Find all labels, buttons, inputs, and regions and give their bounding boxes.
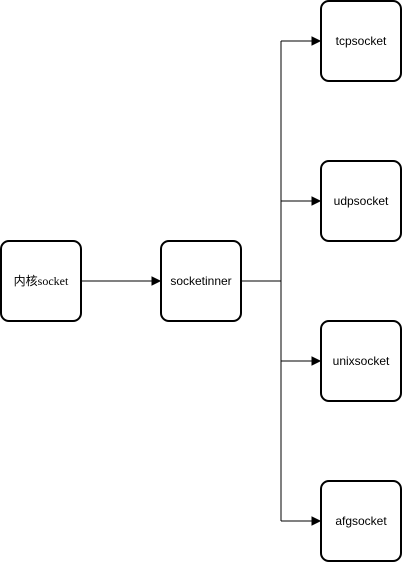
node-udpsocket: udpsocket: [320, 160, 402, 242]
arrowhead-unixsocket: [311, 356, 322, 366]
node-afgsocket: afgsocket: [320, 480, 402, 562]
node-udpsocket-box: [320, 160, 402, 242]
node-unixsocket: unixsocket: [320, 320, 402, 402]
arrowhead-tcpsocket: [311, 36, 322, 46]
arrowhead-socketinner: [151, 276, 162, 286]
edges: [81, 36, 322, 526]
edge-socketinner-trunk: [241, 41, 282, 521]
node-unixsocket-box: [320, 320, 402, 402]
node-socketinner-label: socketinner: [170, 274, 231, 288]
node-udpsocket-label: udpsocket: [334, 194, 389, 208]
node-kernel-socket-label: 内核socket: [14, 274, 69, 288]
node-tcpsocket-label: tcpsocket: [336, 34, 387, 48]
arrowhead-udpsocket: [311, 196, 322, 206]
node-kernel-socket: 内核socket: [0, 240, 82, 322]
node-tcpsocket-box: [320, 0, 402, 82]
node-socketinner: socketinner: [160, 240, 242, 322]
node-unixsocket-label: unixsocket: [333, 354, 390, 368]
node-afgsocket-label: afgsocket: [335, 514, 387, 528]
node-socketinner-box: [160, 240, 242, 322]
node-kernel-socket-box: [0, 240, 82, 322]
node-tcpsocket: tcpsocket: [320, 0, 402, 82]
node-afgsocket-box: [320, 480, 402, 562]
arrowhead-afgsocket: [311, 516, 322, 526]
